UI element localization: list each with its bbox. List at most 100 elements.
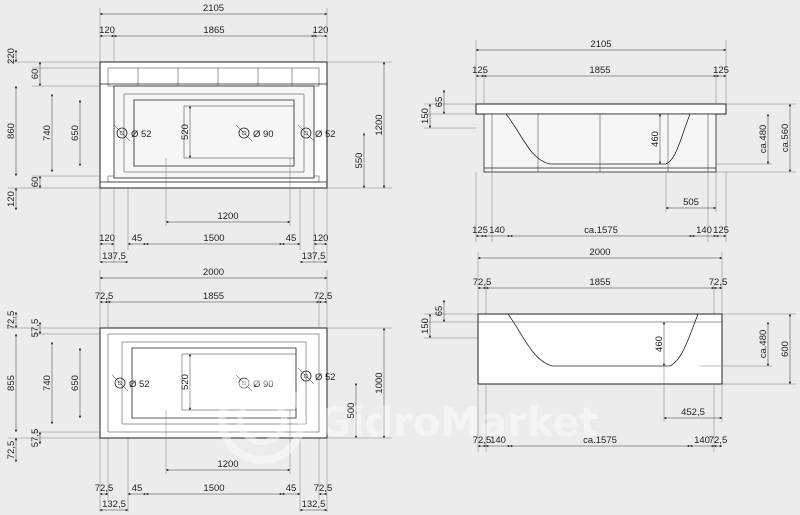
dim-740-label: 740	[42, 125, 53, 141]
hole-drain-2: Ø 90	[235, 374, 274, 392]
hole-right-2: Ø 52	[297, 367, 336, 385]
dim-120-low: 120	[6, 187, 18, 211]
hole-left: Ø 52	[113, 124, 152, 142]
dim-1500-b: 1500	[145, 483, 283, 496]
dim-65: 65	[434, 89, 446, 115]
dim-855: 855	[6, 333, 18, 433]
dim-460-b-label: 460	[654, 336, 665, 352]
dim-45-left: 45	[127, 233, 147, 246]
dim-2000-side-label: 2000	[589, 247, 610, 258]
dim-72-5-bl: 72,5	[6, 437, 18, 463]
dim-45-b-left-label: 45	[132, 483, 143, 494]
hole-drain: Ø 90	[235, 124, 274, 142]
dim-1200-b-label: 1200	[217, 459, 238, 470]
dim-520: 520	[180, 105, 192, 159]
dim-650: 650	[70, 99, 82, 167]
dim-ca480: ca.480	[758, 113, 770, 165]
hole-drain-label: Ø 90	[253, 129, 274, 140]
dim-860: 860	[6, 85, 18, 177]
dim-520-label: 520	[180, 124, 191, 140]
dim-1000-label: 1000	[374, 372, 385, 393]
side-tub-profile-2	[507, 313, 699, 367]
dim-ca480-label: ca.480	[758, 125, 769, 154]
dim-600: 600	[780, 313, 792, 385]
dim-1200-bottom: 1200	[165, 211, 291, 224]
dim-650-b: 650	[70, 347, 82, 419]
dim-72-5-s-right: 72,5	[709, 277, 727, 290]
top-view-frame-2105	[99, 61, 328, 189]
dim-740-b: 740	[42, 341, 54, 425]
dim-452-5: 452,5	[663, 407, 723, 420]
dim-45-left-label: 45	[132, 233, 143, 244]
dim-45-right-label: 45	[286, 233, 297, 244]
dim-72-5-b-right-label: 72,5	[314, 483, 333, 494]
dim-57-5-top: 57,5	[30, 319, 42, 337]
dim-72-5-b-left-label: 72,5	[95, 483, 114, 494]
dim-72-5-right-label: 72,5	[314, 291, 333, 302]
dim-1855-top-label: 1855	[203, 291, 224, 302]
dim-140-sb-right-label: 140	[694, 435, 710, 446]
dim-2000-side: 2000	[477, 247, 723, 260]
hole-drain-2-label: Ø 90	[253, 379, 274, 390]
hole-left-label: Ø 52	[131, 129, 152, 140]
dim-45-b-right: 45	[281, 483, 301, 496]
tub-basin	[133, 99, 295, 167]
dim-ca480-b: ca.480	[758, 321, 770, 367]
dim-2105-side-label: 2105	[590, 39, 611, 50]
dim-137-5-left-label: 137,5	[102, 251, 126, 262]
dim-65-b: 65	[434, 299, 446, 323]
dim-1865-label: 1865	[203, 25, 224, 36]
dim-140-sb-left-label: 140	[490, 435, 506, 446]
dim-740-b-label: 740	[42, 375, 53, 391]
dim-505-label: 505	[683, 197, 699, 208]
dim-120-right: 120	[313, 25, 329, 38]
dim-125-right: 125	[713, 65, 729, 78]
dim-ca560: ca.560	[780, 103, 792, 173]
dim-72-5-left: 72,5	[95, 291, 114, 304]
dim-460-b: 460	[654, 321, 666, 367]
dim-120-bl: 120	[99, 233, 115, 246]
dim-ca1575: ca.1575	[509, 225, 693, 238]
dim-460: 460	[650, 113, 662, 165]
dim-72-5-tl: 72,5	[6, 311, 18, 329]
tub-inner-edge-2	[121, 341, 307, 425]
dim-505: 505	[665, 197, 717, 210]
dim-45-right: 45	[281, 233, 301, 246]
dim-2105-label: 2105	[203, 3, 224, 14]
dim-2105: 2105	[99, 3, 328, 16]
dim-ca1575-b: ca.1575	[509, 435, 691, 448]
hole-right-2-label: Ø 52	[315, 372, 336, 383]
dim-125-left: 125	[472, 65, 488, 78]
dim-120-right-label: 120	[313, 25, 329, 36]
dim-1000: 1000	[374, 327, 386, 439]
dim-72-5-bl-label: 72,5	[6, 441, 17, 460]
dim-120-br: 120	[313, 233, 328, 246]
dim-137-5-right: 137,5	[299, 251, 328, 264]
tub-outline-2	[99, 327, 328, 439]
dim-860-label: 860	[6, 123, 17, 139]
watermark: GidroMarket	[218, 376, 599, 464]
side-view-2000	[477, 313, 723, 385]
hole-right-label: Ø 52	[315, 129, 336, 140]
dim-500: 500	[346, 382, 358, 439]
dim-72-5-sb-left-label: 72,5	[473, 435, 492, 446]
dim-125-br: 125	[713, 225, 729, 238]
dim-1855-side: 1855	[485, 277, 715, 290]
dim-460-label: 460	[650, 131, 661, 147]
dim-550-label: 550	[354, 153, 365, 169]
dim-65-b-label: 65	[434, 306, 445, 317]
dim-137-5-right-label: 137,5	[302, 251, 326, 262]
dim-72-5-left-label: 72,5	[95, 291, 114, 302]
dim-855-label: 855	[6, 375, 17, 391]
hole-left-2-label: Ø 52	[129, 379, 150, 390]
tub-basin-floor	[183, 105, 294, 159]
dim-137-5-left: 137,5	[99, 251, 129, 264]
dim-1200-height: 1200	[374, 61, 386, 189]
dim-120-left-label: 120	[99, 25, 115, 36]
dim-72-5-sb-left: 72,5	[473, 435, 492, 448]
dim-2000-label: 2000	[203, 267, 224, 278]
side-tub-profile-1	[505, 113, 691, 165]
dim-1200-bottom-label: 1200	[217, 211, 238, 222]
dim-220-label: 220	[6, 48, 17, 64]
